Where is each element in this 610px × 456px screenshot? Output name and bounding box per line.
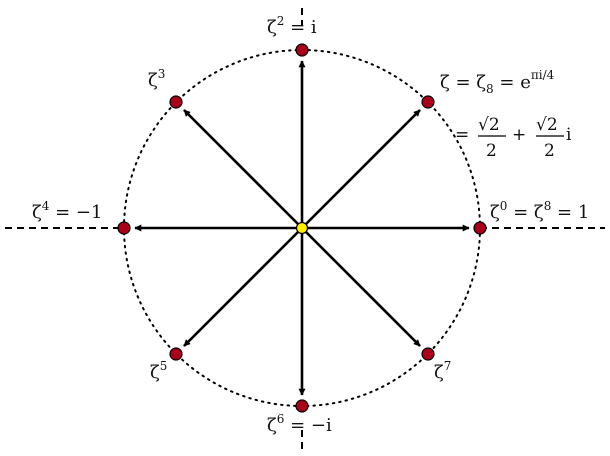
- vector-zeta1: [301, 109, 421, 229]
- label-zeta7: ζ7: [434, 359, 451, 383]
- vector-zeta5: [183, 227, 303, 347]
- svg-text:i: i: [566, 125, 572, 145]
- point-zeta6: [295, 399, 309, 413]
- svg-text:√2: √2: [536, 115, 558, 135]
- center-point: [295, 221, 309, 235]
- vector-zeta3: [183, 109, 303, 229]
- label-zeta5: ζ5: [150, 359, 167, 383]
- point-zeta7: [421, 347, 435, 361]
- svg-text:√2: √2: [478, 115, 500, 135]
- label-zeta3: ζ3: [148, 67, 165, 91]
- label-zeta4: ζ4 = −1: [32, 199, 102, 223]
- point-zeta5: [169, 347, 183, 361]
- point-zeta0: [473, 221, 487, 235]
- root-vectors: [134, 60, 470, 396]
- point-zeta2: [295, 43, 309, 57]
- label-zeta2: ζ2 = i: [267, 14, 317, 38]
- label-zeta1-value: = √2 2 + √2 2 i: [455, 115, 572, 161]
- point-zeta4: [117, 221, 131, 235]
- svg-text:2: 2: [486, 141, 497, 161]
- label-zeta0: ζ0 = ζ8 = 1: [490, 199, 589, 223]
- label-zeta1: ζ = ζ8 = eπi/4: [440, 68, 555, 96]
- svg-text:2: 2: [544, 141, 555, 161]
- point-zeta1: [421, 95, 435, 109]
- label-zeta6: ζ6 = −i: [267, 412, 332, 436]
- point-zeta3: [169, 95, 183, 109]
- svg-text:+: +: [512, 125, 526, 145]
- vector-zeta7: [301, 227, 421, 347]
- svg-text:=: =: [455, 125, 469, 145]
